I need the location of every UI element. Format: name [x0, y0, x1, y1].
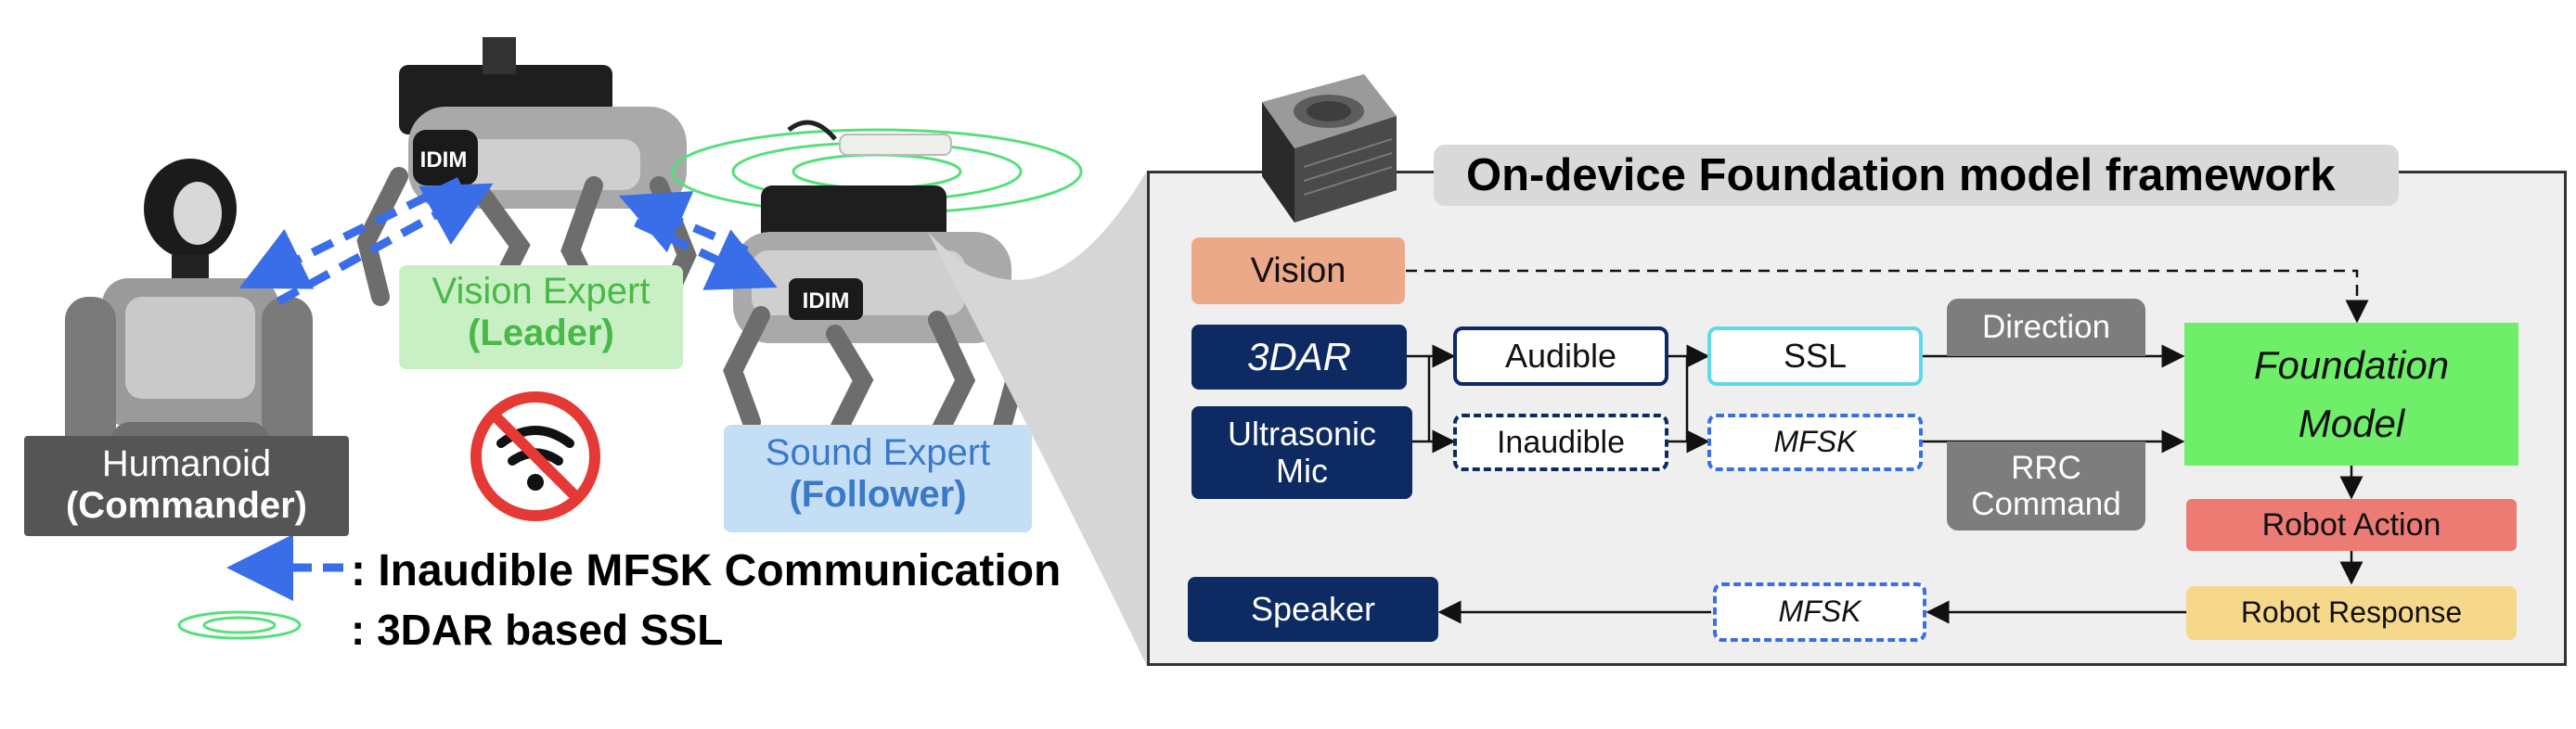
no-wifi-icon [470, 391, 600, 521]
mfsk-communication-arrows [238, 176, 778, 305]
vision-node-label: Vision [1250, 250, 1346, 290]
follower-robot-dog-image: IDIM [723, 120, 1026, 445]
audible-node: Audible [1453, 326, 1668, 386]
framework-title: On-device Foundation model framework [1466, 150, 2336, 200]
inaudible-node: Inaudible [1453, 414, 1668, 471]
humanoid-label: Humanoid (Commander) [24, 436, 349, 536]
mfsk-input-node: MFSK [1707, 414, 1923, 471]
vision-expert-role: (Leader) [468, 312, 614, 353]
mfsk-input-node-label: MFSK [1773, 425, 1857, 459]
gpu-module-icon [1262, 74, 1397, 223]
direction-node: Direction [1947, 299, 2145, 356]
rrc-command-node: RRC Command [1947, 441, 2145, 531]
robot-response-label: Robot Response [2240, 595, 2463, 630]
audible-node-label: Audible [1504, 336, 1617, 375]
robot-action-label: Robot Action [2261, 506, 2441, 543]
robot-action-node: Robot Action [2186, 499, 2517, 551]
humanoid-role: (Commander) [65, 484, 308, 526]
foundation-model-label-1: Foundation [2253, 343, 2450, 387]
follower-chest-mark: IDIM [803, 288, 850, 313]
robot-response-node: Robot Response [2186, 586, 2517, 640]
ssl-node-label: SSL [1783, 336, 1848, 375]
legend-mfsk-text: : Inaudible MFSK Communication [351, 546, 1062, 595]
leader-chest-mark: IDIM [420, 147, 468, 173]
speaker-node: Speaker [1188, 577, 1438, 642]
direction-node-label: Direction [1981, 309, 2111, 346]
framework-connector-shading [928, 171, 1147, 666]
inaudible-node-label: Inaudible [1496, 424, 1625, 460]
sound-expert-role: (Follower) [789, 473, 967, 515]
sound-expert-label: Sound Expert (Follower) [724, 425, 1032, 532]
humanoid-title: Humanoid [101, 443, 272, 484]
foundation-model-node: Foundation Model [2184, 323, 2518, 466]
ultrasonic-mic-node: Ultrasonic Mic [1191, 406, 1412, 499]
ssl-node: SSL [1707, 326, 1923, 386]
vision-expert-title: Vision Expert [431, 271, 650, 312]
ultrasonic-mic-label-1: Ultrasonic [1227, 414, 1377, 453]
rrc-command-label-2: Command [1971, 486, 2121, 522]
vision-expert-label: Vision Expert (Leader) [399, 265, 683, 369]
ultrasonic-mic-label-2: Mic [1276, 452, 1328, 490]
speaker-node-label: Speaker [1250, 589, 1376, 628]
mfsk-output-node: MFSK [1713, 582, 1926, 642]
vision-node: Vision [1191, 237, 1405, 304]
foundation-model-label-2: Model [2298, 402, 2405, 445]
legend-concentric-ellipse-icon [177, 610, 302, 640]
sound-expert-title: Sound Expert [765, 432, 991, 473]
3dar-node: 3DAR [1191, 325, 1407, 390]
framework-title-bar [1434, 145, 2399, 206]
mfsk-output-node-label: MFSK [1778, 595, 1861, 629]
legend-ssl-text: : 3DAR based SSL [351, 606, 724, 654]
rrc-command-label-1: RRC [2011, 449, 2081, 486]
3dar-node-label: 3DAR [1246, 335, 1352, 379]
